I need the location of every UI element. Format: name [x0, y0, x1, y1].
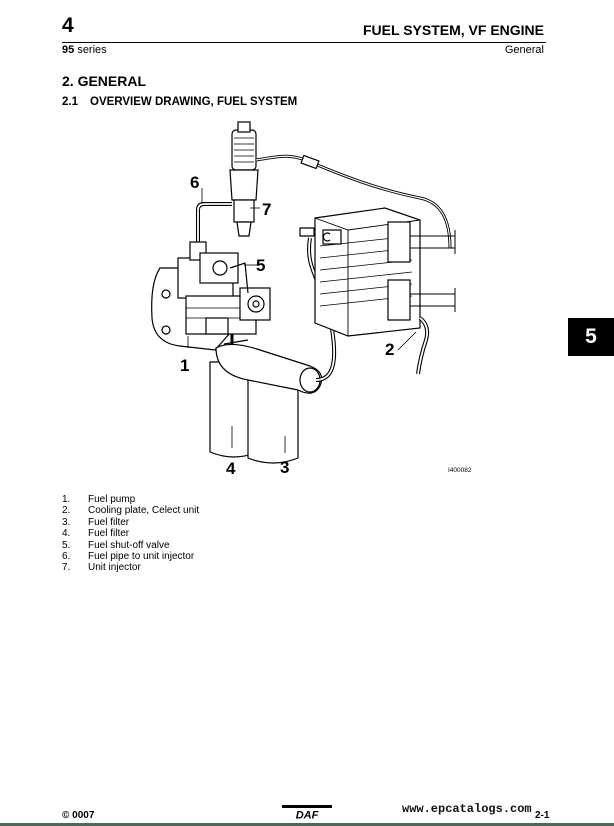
header-rule	[62, 42, 546, 43]
copyright: © 0007	[62, 810, 95, 821]
figure-id: I400082	[448, 467, 472, 474]
legend-item: 7.Unit injector	[62, 562, 141, 574]
fuel-system-drawing: 1 2 3 4 5 6 7	[151, 121, 456, 478]
subsection-number: 2.1	[62, 96, 78, 108]
legend-list: 1.Fuel pump 2.Cooling plate, Celect unit…	[62, 494, 199, 574]
chapter-tab: 5	[568, 318, 614, 356]
legend-item: 3.Fuel filter	[62, 516, 130, 528]
series-number: 95	[62, 44, 75, 56]
series-text: series	[77, 44, 107, 56]
unit-injector	[229, 121, 259, 237]
callout-5: 5	[256, 256, 265, 275]
fuel-pump	[151, 241, 271, 351]
callout-3: 3	[280, 458, 289, 477]
subsection-name: OVERVIEW DRAWING, FUEL SYSTEM	[90, 96, 298, 108]
chapter-number: 4	[62, 14, 74, 37]
callout-2: 2	[385, 340, 394, 359]
legend-item: 4.Fuel filter	[62, 528, 130, 540]
legend-item: 6.Fuel pipe to unit injector	[62, 551, 195, 563]
celect-unit	[299, 207, 456, 337]
section-title: 2. GENERAL	[62, 73, 146, 89]
chapter-title: FUEL SYSTEM, VF ENGINE	[363, 22, 544, 38]
header-subtitle: General	[504, 44, 544, 56]
callout-6: 6	[190, 173, 199, 192]
legend-item: 5.Fuel shut-off valve	[62, 539, 170, 551]
fuel-filters	[209, 339, 323, 464]
daf-logo: DAF	[282, 805, 332, 819]
series-label: 95 series	[62, 44, 107, 56]
section-number: 2.	[62, 73, 74, 89]
svg-text:DAF: DAF	[296, 810, 319, 820]
callout-1: 1	[180, 356, 189, 375]
legend-item: 2.Cooling plate, Celect unit	[62, 505, 200, 517]
legend-item: 1.Fuel pump	[62, 494, 136, 505]
callout-7: 7	[262, 200, 271, 219]
section-name: GENERAL	[77, 73, 147, 89]
subsection-title: 2.1 OVERVIEW DRAWING, FUEL SYSTEM	[62, 96, 297, 108]
watermark-url[interactable]: www.epcatalogs.com	[402, 802, 532, 816]
page-number: 2-1	[535, 810, 550, 821]
callout-4: 4	[226, 459, 236, 478]
footer-rule	[0, 823, 614, 826]
